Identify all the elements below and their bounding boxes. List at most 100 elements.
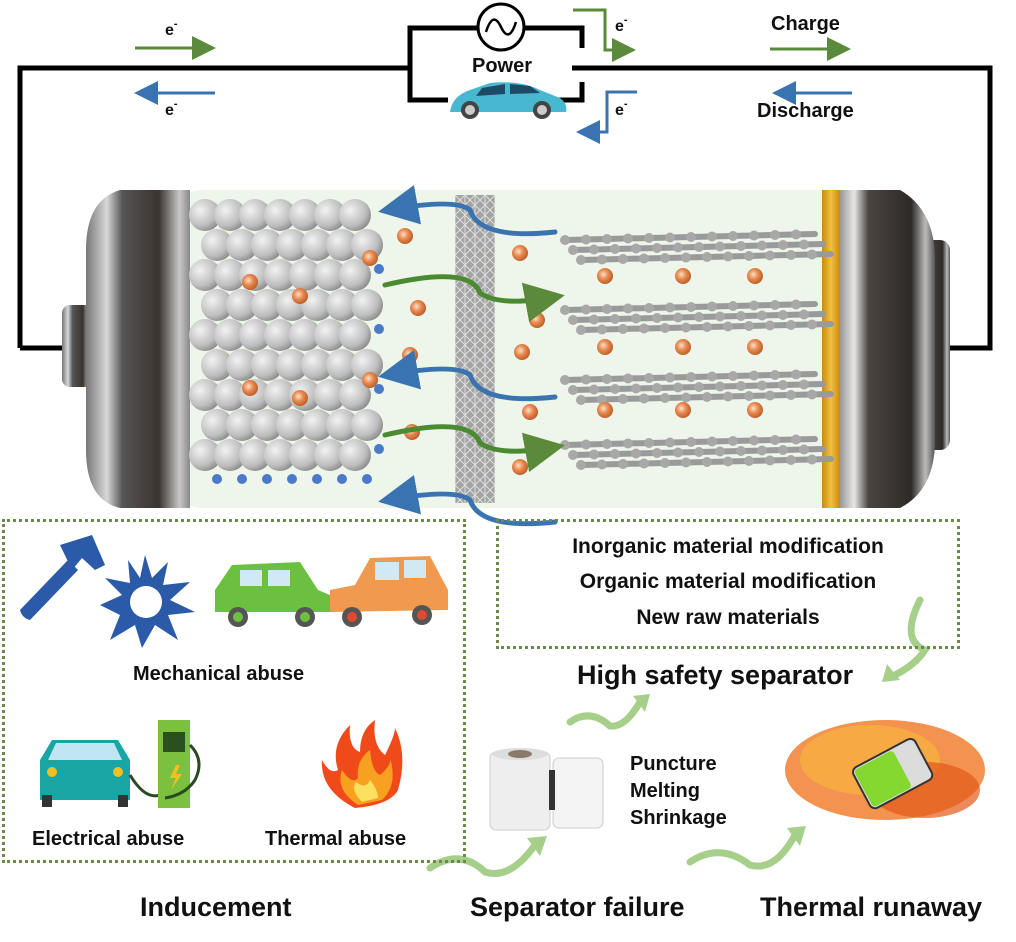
carbon-atom (736, 446, 746, 456)
carbon-atom (602, 234, 612, 244)
carbon-atom (778, 240, 788, 250)
carbon-atom (581, 234, 591, 245)
carbon-atom (799, 379, 809, 390)
cathode-dopant-atom (362, 474, 372, 484)
high-safety-separator-title: High safety separator (577, 660, 854, 690)
carbon-atom (757, 310, 767, 321)
carbon-atom (631, 243, 641, 254)
cathode-oxygen-sphere (314, 439, 346, 471)
cathode-oxygen-sphere (351, 349, 383, 381)
electron-symbol: e (165, 22, 174, 39)
carbon-atom (639, 393, 649, 404)
carbon-atom (602, 374, 612, 384)
electron-charge-sign: - (173, 18, 178, 30)
cathode-oxygen-sphere (301, 409, 333, 441)
carbon-atom (749, 230, 759, 241)
carbon-atom (694, 312, 704, 322)
cathode-oxygen-sphere (276, 409, 308, 441)
carbon-atom (652, 313, 662, 323)
carbon-atom (707, 301, 717, 312)
cathode-lattice (189, 199, 384, 484)
carbon-atom (807, 249, 817, 260)
carbon-atom (765, 320, 775, 331)
cathode-oxygen-sphere (314, 379, 346, 411)
cathode-oxygen-sphere (339, 199, 371, 231)
carbon-atom (749, 370, 759, 381)
discharge-ion-arrow (378, 350, 558, 402)
cathode-oxygen-sphere (314, 259, 346, 291)
lithium-ion (292, 288, 308, 304)
carbon-atom (723, 321, 733, 332)
carbon-atom (673, 312, 683, 323)
carbon-atom (786, 455, 796, 465)
cathode-oxygen-sphere (214, 319, 246, 351)
lithium-ion (292, 390, 308, 406)
cathode-oxygen-sphere (314, 199, 346, 231)
carbon-atom (576, 460, 586, 470)
cathode-oxygen-sphere (189, 199, 221, 231)
carbon-atom (581, 374, 591, 385)
carbon-atom (618, 324, 628, 334)
carbon-atom (799, 309, 809, 320)
failure-mode-puncture: Puncture (630, 753, 717, 775)
carbon-atom (765, 250, 775, 261)
electron-label-discharge-right: e- (615, 98, 628, 120)
charge-ion-arrow (382, 274, 565, 323)
carbon-atom (597, 324, 607, 335)
carbon-atom (639, 253, 649, 264)
carbon-atom (681, 252, 691, 263)
carbon-atom (765, 455, 775, 466)
cathode-oxygen-sphere (239, 319, 271, 351)
carbon-atom (576, 255, 586, 265)
strategies-box (496, 519, 960, 649)
impact-burst-icon (100, 555, 195, 648)
carbon-atom (807, 389, 817, 400)
separator-roll-icon (489, 748, 604, 831)
carbon-atom (702, 322, 712, 332)
cathode-oxygen-sphere (339, 259, 371, 291)
lithium-ion (675, 268, 691, 284)
cathode-oxygen-sphere (289, 259, 321, 291)
lithium-ion (597, 268, 613, 284)
cathode-dopant-atom (374, 444, 384, 454)
cathode-oxygen-sphere (201, 229, 233, 261)
carbon-atom (589, 449, 599, 460)
carbon-atom (618, 459, 628, 469)
cathode-oxygen-sphere (276, 349, 308, 381)
carbon-atom (715, 381, 725, 392)
carbon-atom (791, 369, 801, 380)
carbon-atom (791, 229, 801, 240)
ion-flow-arrows (378, 185, 565, 527)
cathode-oxygen-sphere (201, 289, 233, 321)
carbon-atom (770, 230, 780, 240)
carbon-atom (778, 445, 788, 455)
lithium-ion (242, 380, 258, 396)
flow-arrow-failure-to-safety (566, 698, 644, 730)
cathode-oxygen-sphere (214, 379, 246, 411)
carbon-atom (807, 319, 817, 330)
lithium-ion (514, 344, 530, 360)
cathode-oxygen-sphere (201, 409, 233, 441)
carbon-atom (686, 372, 696, 382)
carbon-atom (597, 459, 607, 470)
ev-charging-icon (40, 720, 201, 808)
carbon-atom (652, 383, 662, 393)
discharge-electron-arrow-right (576, 90, 637, 144)
carbon-atom (681, 322, 691, 333)
carbon-atom (702, 252, 712, 262)
cathode-oxygen-sphere (214, 259, 246, 291)
cathode-dopant-atom (374, 264, 384, 274)
cathode-oxygen-sphere (351, 409, 383, 441)
electron-symbol: e (615, 102, 624, 119)
carbon-atom (728, 436, 738, 446)
cathode-oxygen-sphere (326, 289, 358, 321)
carbon-atom (765, 390, 775, 401)
carbon-atom (631, 313, 641, 324)
carbon-atom (610, 384, 620, 394)
carbon-atom (602, 304, 612, 314)
cathode-oxygen-sphere (339, 319, 371, 351)
cathode-dopant-atom (374, 324, 384, 334)
carbon-atom (744, 251, 754, 261)
lithium-ion (675, 402, 691, 418)
carbon-atom (757, 380, 767, 391)
